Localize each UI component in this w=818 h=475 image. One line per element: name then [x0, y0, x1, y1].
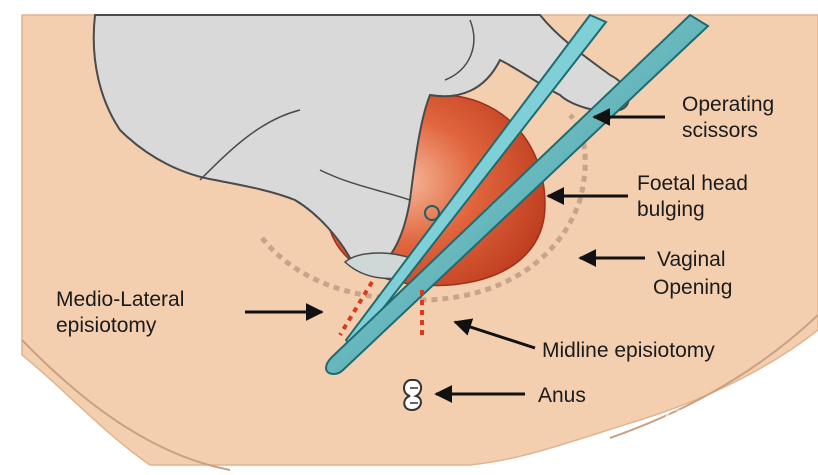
- label-opening: Opening: [653, 276, 732, 299]
- anus-symbol: [404, 380, 421, 410]
- label-medio-lateral: Medio-Lateral: [56, 288, 184, 311]
- label-vaginal: Vaginal: [657, 248, 726, 271]
- label-bulging: bulging: [637, 198, 705, 221]
- label-scissors: scissors: [682, 119, 758, 142]
- label-anus: Anus: [538, 384, 586, 407]
- label-episiotomy: episiotomy: [56, 314, 157, 337]
- label-foetal-head: Foetal head: [637, 172, 748, 195]
- label-midline-episiotomy: Midline episiotomy: [542, 339, 715, 362]
- watermark-easy: EASY: [664, 429, 814, 475]
- label-operating: Operating: [682, 93, 774, 116]
